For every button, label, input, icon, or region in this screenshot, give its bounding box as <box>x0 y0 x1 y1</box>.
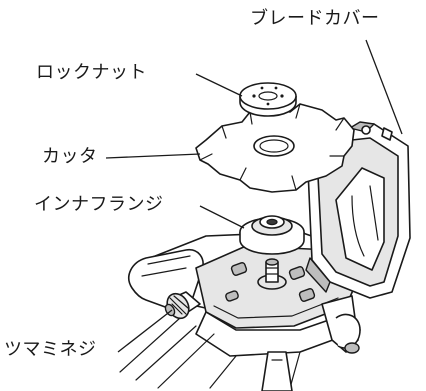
leader-lines <box>105 39 403 353</box>
adjust-screw-part <box>164 291 201 320</box>
leader-blade-cover <box>365 39 403 135</box>
cutter-part <box>195 103 355 193</box>
label-inner-flange: インナフランジ <box>34 194 164 215</box>
label-cutter: カッタ <box>42 146 98 167</box>
label-lock-nut: ロックナット <box>36 62 147 83</box>
lock-nut-part <box>239 82 297 117</box>
label-adjust-screw: ツマミネジ <box>4 339 97 360</box>
label-blade-cover: ブレードカバー <box>250 8 380 29</box>
leader-cutter <box>105 153 201 159</box>
inner-flange-part <box>239 215 305 255</box>
tool-body <box>119 231 363 391</box>
leader-inner-flange <box>199 205 245 229</box>
leader-lock-nut <box>195 73 243 97</box>
leader-adjust-screw <box>117 309 173 353</box>
